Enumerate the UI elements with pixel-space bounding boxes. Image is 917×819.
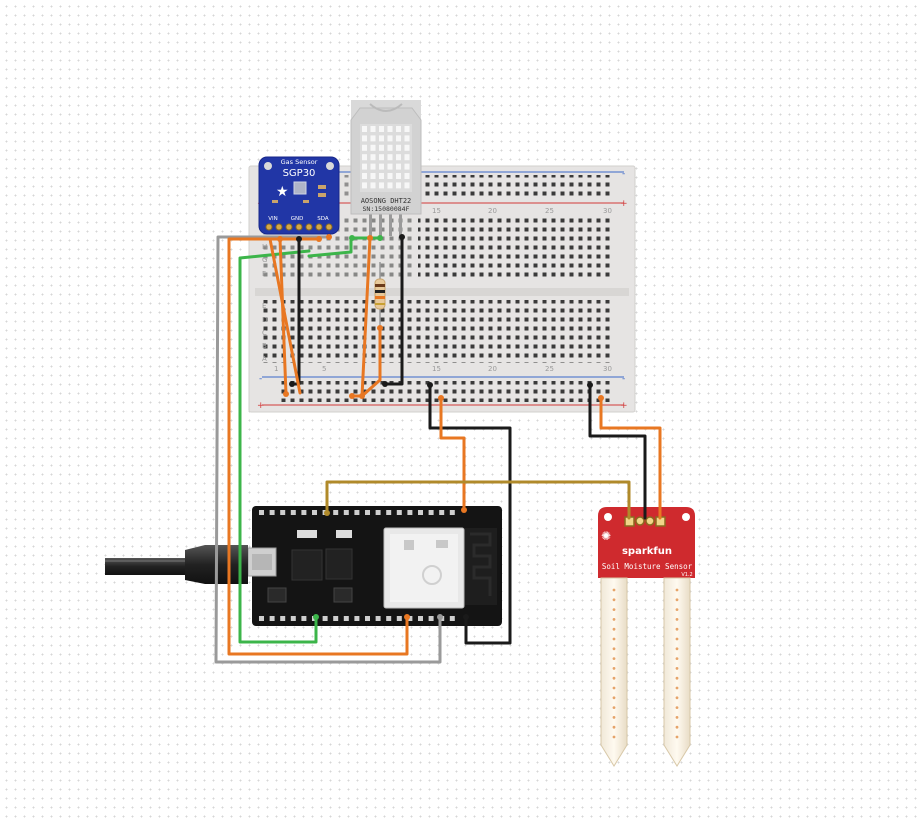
col-label-bottom-20: 20 — [488, 365, 497, 373]
wire-black-dht-gnd — [383, 235, 404, 386]
resistor — [374, 262, 386, 330]
col-label-bottom-5: 5 — [322, 365, 326, 373]
esp32-board — [247, 506, 502, 626]
wire-orange-sgp-vin — [278, 237, 288, 396]
star-icon: ★ — [276, 184, 289, 200]
soil-version: V1.2 — [681, 572, 692, 578]
wire-orange-soil-vcc — [599, 396, 662, 520]
row-label-a: A — [262, 355, 267, 363]
row-label-f: F — [262, 270, 266, 278]
gas-pin-sda: SDA — [317, 216, 329, 222]
wire-mustard-signal — [325, 480, 631, 520]
wire-green — [238, 249, 318, 644]
col-label-bottom-1: 1 — [274, 365, 278, 373]
row-label-e: E — [262, 302, 266, 310]
gas-sensor-subtitle: Gas Sensor — [281, 158, 318, 166]
wire-orange-rail-esp — [439, 396, 466, 512]
wire-endpoints — [277, 234, 604, 620]
wires — [214, 235, 662, 664]
row-label-b: B — [262, 342, 267, 350]
soil-name: Soil Moisture Sensor — [602, 562, 693, 571]
row-label-d: D — [262, 316, 267, 324]
wire-orange-vin — [227, 237, 409, 656]
usb-cable — [105, 545, 248, 584]
row-label-h: H — [262, 243, 267, 251]
rail-plus-top-right: + — [620, 199, 628, 209]
soil-moisture-sensor: ✺ sparkfun Soil Moisture Sensor V1.2 — [598, 507, 695, 767]
rail-plus-bottom-left: + — [257, 401, 265, 411]
col-label-bottom-25: 25 — [545, 365, 554, 373]
col-label-bottom-15: 15 — [432, 365, 441, 373]
col-label-top-30: 30 — [603, 207, 612, 215]
wire-gray — [214, 235, 442, 664]
rail-minus-bottom-left: - — [259, 374, 262, 384]
dht-label-line1: AOSONG DHT22 — [361, 197, 412, 205]
rail-plus-bottom-right: + — [620, 401, 628, 411]
gas-pin-vin: VIN — [268, 216, 278, 222]
sparkfun-flame-icon: ✺ — [601, 529, 611, 543]
wire-black-rail-esp — [428, 383, 512, 645]
col-label-top-25: 25 — [545, 207, 554, 215]
sgp30-gas-sensor: Gas Sensor SGP30 ★ VIN GND SDA — [258, 156, 340, 235]
col-label-bottom-30: 30 — [603, 365, 612, 373]
gas-sensor-title: SGP30 — [283, 168, 316, 179]
wire-black-soil-gnd — [588, 383, 647, 520]
soil-brand: sparkfun — [622, 546, 672, 557]
dht-label-line2: SN:15080084F — [363, 205, 410, 213]
dht22-sensor: AOSONG DHT22 SN:15080084F — [350, 100, 422, 236]
col-label-top-15: 15 — [432, 207, 441, 215]
wire-green-dht — [307, 236, 353, 258]
rail-minus-top-right: - — [622, 169, 625, 179]
col-label-top-20: 20 — [488, 207, 497, 215]
row-label-c: C — [262, 329, 267, 337]
wire-orange-resistor — [360, 326, 382, 398]
row-label-g: G — [262, 256, 267, 264]
wire-orange-sgp-a — [268, 237, 302, 395]
gas-pin-gnd: GND — [291, 216, 304, 222]
rail-minus-bottom-right: - — [622, 374, 625, 384]
